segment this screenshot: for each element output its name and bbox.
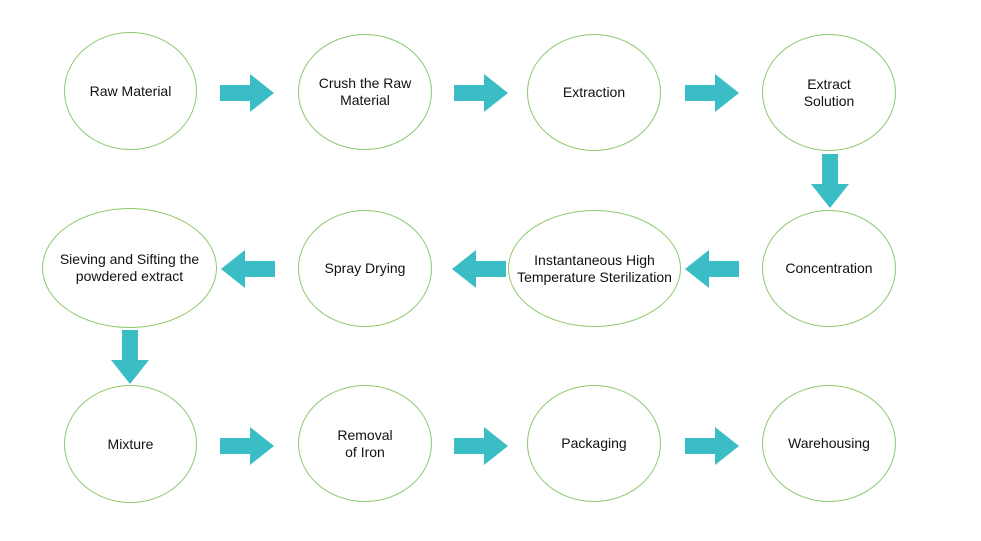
arrow-right-icon [220, 427, 274, 465]
step-label: Mixture [107, 435, 154, 452]
step-extract-solution: Extract Solution [762, 34, 896, 151]
arrow-right-icon [220, 74, 274, 112]
step-label: Raw Material [89, 82, 172, 99]
step-extraction: Extraction [527, 34, 661, 151]
step-label: Concentration [785, 260, 873, 276]
step-label: Crush the Raw Material [318, 75, 412, 108]
arrow-down-icon [111, 330, 149, 384]
arrow-left-icon [452, 250, 506, 288]
step-label: Warehousing [788, 435, 870, 451]
arrow-left-icon [685, 250, 739, 288]
arrow-left-icon [221, 250, 275, 288]
step-label: Removal of Iron [337, 426, 393, 460]
step-label: Packaging [561, 435, 627, 451]
step-label: Spray Drying [324, 260, 406, 276]
arrow-right-icon [685, 427, 739, 465]
step-sieving-sifting: Sieving and Sifting the powdered extract [42, 208, 217, 328]
step-label: Extract Solution [803, 75, 855, 109]
step-removal-of-iron: Removal of Iron [298, 385, 432, 502]
arrow-right-icon [685, 74, 739, 112]
step-warehousing: Warehousing [762, 385, 896, 502]
step-label: Sieving and Sifting the powdered extract [59, 251, 200, 284]
step-spray-drying: Spray Drying [298, 210, 432, 327]
arrow-right-icon [454, 74, 508, 112]
step-mixture: Mixture [64, 385, 197, 503]
step-crush-raw-material: Crush the Raw Material [298, 34, 432, 150]
step-sterilization: Instantaneous High Temperature Steriliza… [508, 210, 681, 327]
step-label: Extraction [562, 84, 626, 100]
step-raw-material: Raw Material [64, 32, 197, 150]
step-label: Instantaneous High Temperature Steriliza… [517, 251, 672, 285]
step-packaging: Packaging [527, 385, 661, 502]
arrow-down-icon [811, 154, 849, 208]
step-concentration: Concentration [762, 210, 896, 327]
arrow-right-icon [454, 427, 508, 465]
